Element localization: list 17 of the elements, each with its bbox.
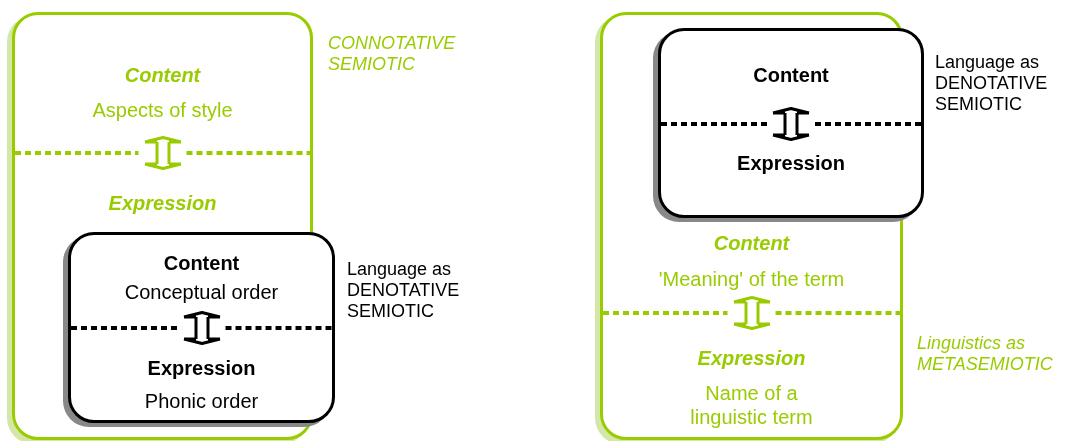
section-heading: Content [713, 231, 790, 255]
description-text: Name of a linguistic term [689, 381, 814, 429]
side-caption: Language as DENOTATIVE SEMIOTIC [347, 259, 461, 322]
section-heading: Expression [108, 191, 217, 215]
section-heading: Expression [147, 356, 256, 380]
side-caption: CONNOTATIVE SEMIOTIC [328, 33, 457, 75]
side-caption: Linguistics as METASEMIOTIC [917, 333, 1054, 375]
section-heading: Content [753, 63, 829, 87]
description-text: 'Meaning' of the term [658, 267, 845, 291]
section-heading: Content [124, 63, 201, 87]
description-text: Conceptual order [124, 280, 279, 304]
section-heading: Expression [697, 346, 806, 370]
description-text: Aspects of style [92, 98, 233, 122]
description-text: Phonic order [144, 389, 259, 413]
side-caption: Language as DENOTATIVE SEMIOTIC [935, 52, 1049, 115]
section-heading: Expression [737, 151, 845, 175]
section-heading: Content [163, 251, 240, 275]
